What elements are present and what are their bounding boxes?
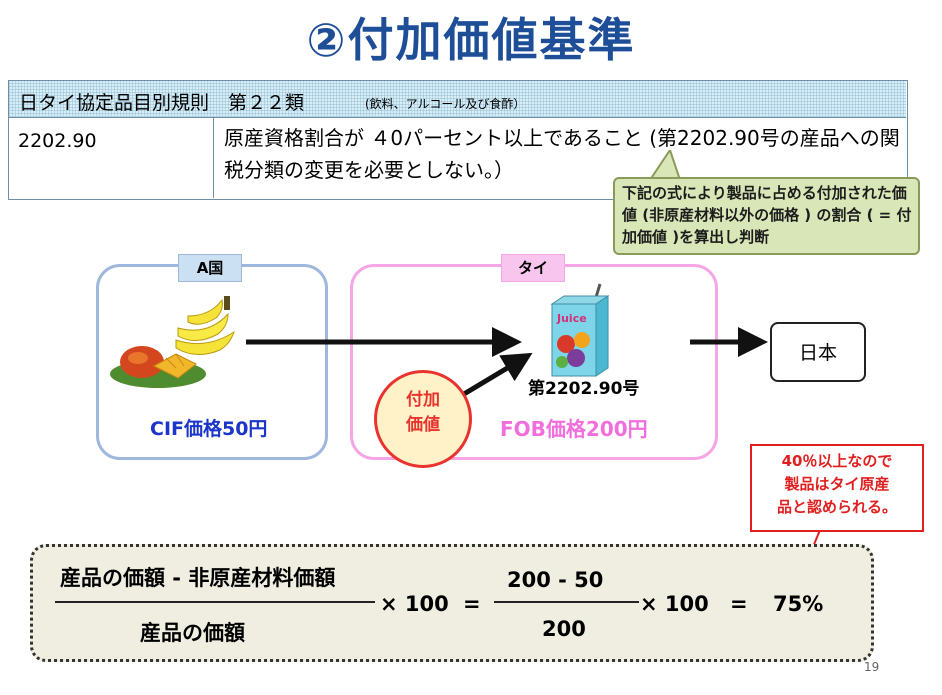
fraction-bar (55, 601, 375, 603)
callout-box (613, 177, 920, 255)
value-added-circle (374, 370, 472, 468)
formula-denominator-value: 200 (542, 617, 586, 641)
formula-times: × 100 (380, 592, 449, 616)
rule-divider (213, 118, 214, 198)
juice-box-icon: Juice (550, 283, 610, 377)
rule-text: 原産資格割合が ４0パーセント以上であること (第2202.90号の産品への関税… (224, 126, 900, 182)
callout-text: 下記の式により製品に占める付加された価値 (非原産材料以外の価格 ) の割合 (… (622, 184, 912, 246)
formula-equals: = (463, 592, 481, 616)
formula-numerator-value: 200 - 50 (507, 568, 604, 592)
rule-table (8, 80, 908, 200)
thailand-label: タイ (501, 254, 565, 282)
japan-box (770, 322, 866, 382)
formula-denominator-text: 産品の価額 (140, 621, 245, 645)
bananas-mango-icon (110, 296, 235, 388)
country-a-label: A国 (178, 254, 242, 282)
conclusion-text: 40％以上なので 製品はタイ原産 品と認められる。 (776, 452, 897, 516)
rule-table-header: 日タイ協定品目別規則 第２２類 (飲料、アルコール及び食酢） (9, 81, 906, 118)
formula-numerator-text: 産品の価額 - 非原産材料価額 (60, 566, 336, 590)
juice-label: Juice (556, 312, 587, 325)
formula-box (30, 544, 874, 662)
rule-hs-code: 2202.90 (18, 130, 97, 152)
cif-price: CIF価格50円 (150, 418, 268, 440)
formula-equals: = (730, 592, 748, 616)
value-added-arrow (462, 352, 533, 397)
formula-result: 75% (773, 592, 824, 616)
page-title: ②付加価値基準 (306, 13, 636, 67)
hs-code-label: 第2202.90号 (528, 379, 640, 399)
rule-header-main: 日タイ協定品目別規則 第２２類 (19, 92, 305, 114)
fob-price: FOB価格200円 (500, 417, 648, 441)
conclusion-box (750, 444, 924, 532)
value-added-text: 付加 価値 (406, 390, 440, 435)
japan-label: 日本 (798, 342, 837, 364)
rule-header-note: (飲料、アルコール及び食酢） (365, 97, 526, 111)
fraction-bar (494, 601, 639, 603)
page-number: 19 (864, 660, 880, 674)
formula-times: × 100 (640, 592, 709, 616)
